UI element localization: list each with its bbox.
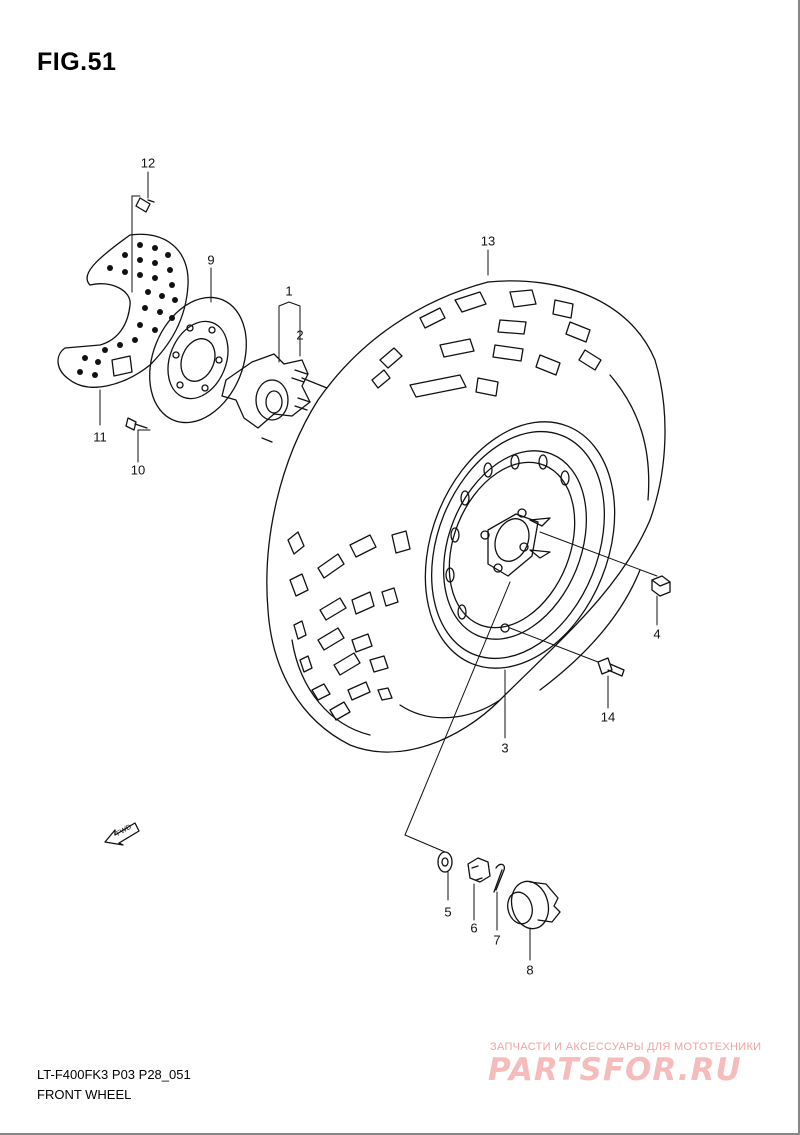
- callout-4: 4: [653, 626, 661, 642]
- brake-disc-cover: [57, 233, 189, 388]
- callout-9: 9: [207, 252, 215, 268]
- tire: [266, 280, 666, 753]
- watermark-logo: PARTSFOR.RU: [488, 1052, 742, 1088]
- bolt-12: [135, 197, 155, 213]
- callout-1: 1: [285, 283, 293, 299]
- callout-11: 11: [93, 429, 107, 445]
- hub-cap: [507, 880, 561, 930]
- callout-13: 13: [480, 233, 496, 249]
- wheel-rim: [424, 421, 616, 669]
- callout-6: 6: [470, 920, 478, 936]
- callout-2: 2: [296, 327, 304, 343]
- wheel-hub: [221, 353, 328, 443]
- callout-5: 5: [444, 904, 452, 920]
- wheel-nut: [651, 575, 671, 597]
- model-code: LT-F400FK3 P03 P28_051: [37, 1067, 191, 1082]
- callout-3: 3: [501, 740, 509, 756]
- callout-12: 12: [140, 155, 156, 171]
- watermark-tagline: ЗАПЧАСТИ И АКСЕССУАРЫ ДЛЯ МОТОТЕХНИКИ: [490, 1041, 762, 1053]
- callout-10: 10: [130, 462, 146, 478]
- figure-title: FIG.51: [37, 48, 117, 76]
- brake-disc: [149, 296, 247, 424]
- section-name: FRONT WHEEL: [37, 1087, 132, 1102]
- castle-nut: [467, 857, 491, 883]
- bolt-10: [125, 417, 148, 431]
- callout-8: 8: [526, 962, 534, 978]
- cotter-pin: [493, 863, 506, 893]
- callout-7: 7: [493, 932, 501, 948]
- tire-valve: [597, 657, 625, 677]
- washer: [437, 851, 453, 873]
- callout-14: 14: [600, 709, 616, 725]
- fwd-direction-arrow: FWD: [104, 822, 140, 846]
- leader-lines: [99, 171, 658, 961]
